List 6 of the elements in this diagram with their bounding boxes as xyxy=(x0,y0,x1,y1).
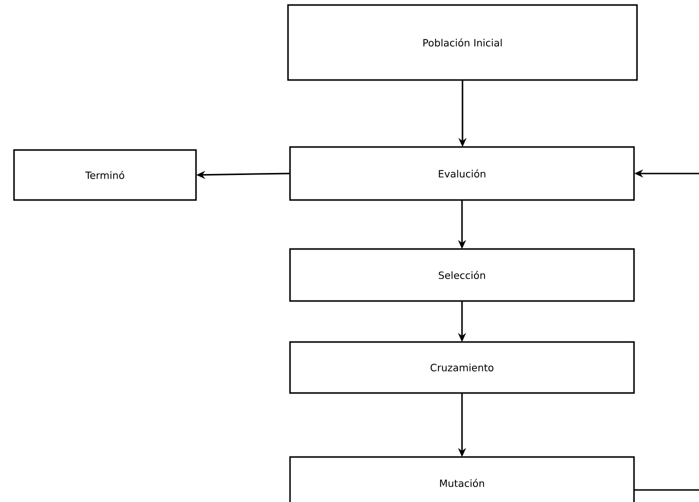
process-box: Cruzamiento xyxy=(289,341,635,394)
process-box: Evalución xyxy=(289,146,635,201)
process-box: Selección xyxy=(289,248,635,302)
process-box: Población Inicial xyxy=(287,4,638,81)
process-box: Terminó xyxy=(13,149,197,201)
process-box: Mutación xyxy=(289,456,635,502)
